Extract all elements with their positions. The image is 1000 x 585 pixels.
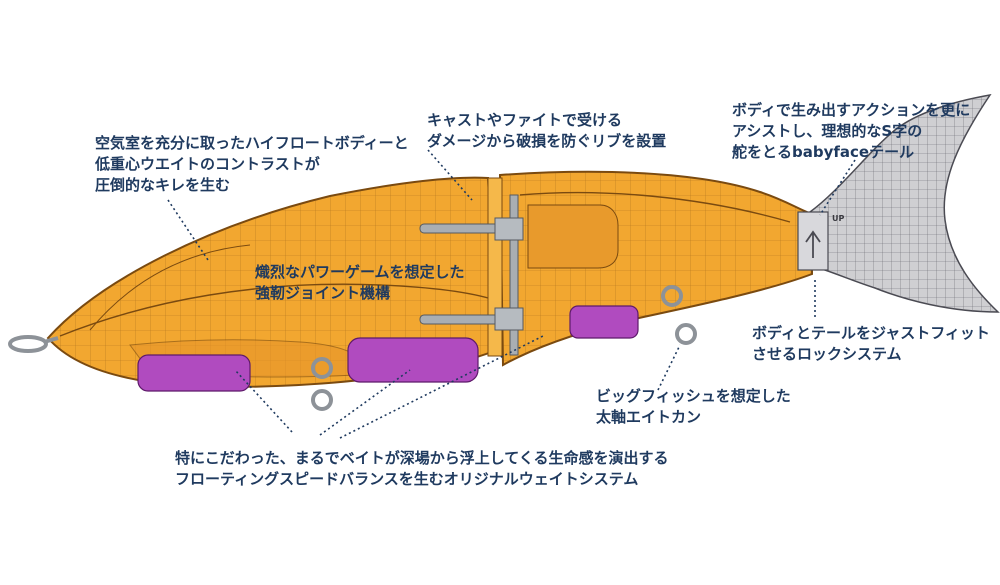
tail-up-marking: UP bbox=[832, 214, 844, 223]
weight-rear bbox=[569, 305, 639, 339]
joint-mechanism bbox=[419, 177, 524, 357]
weight-middle bbox=[347, 337, 479, 383]
callout-ribs: キャストやファイトで受ける ダメージから破損を防ぐリブを設置 bbox=[427, 111, 667, 150]
line-tie bbox=[8, 335, 59, 353]
callout-weight-system: 特にこだわった、まるでベイトが深場から浮上してくる生命感を演出する フローティン… bbox=[175, 449, 669, 488]
weight-front bbox=[137, 354, 251, 392]
tail-lock-block bbox=[797, 211, 829, 271]
callout-eye-can: ビッグフィッシュを想定した 太軸エイトカン bbox=[596, 387, 791, 426]
eight-eye-front bbox=[311, 357, 333, 411]
callout-leader-lines bbox=[167, 149, 856, 439]
callout-babyface-tail: ボディで生み出すアクションを更に アシストし、理想的なS字の 舵をとるbabyf… bbox=[732, 101, 971, 161]
callout-air-chamber: 空気室を充分に取ったハイフロートボディーと 低重心ウエイトのコントラストが 圧倒… bbox=[95, 134, 409, 194]
weight-system bbox=[137, 305, 639, 392]
tail-fin bbox=[809, 93, 1000, 313]
callout-joint: 熾烈なパワーゲームを想定した 強靭ジョイント機構 bbox=[255, 263, 465, 302]
callout-lock-system: ボディとテールをジャストフィット させるロックシステム bbox=[752, 324, 990, 363]
eight-eye-rear bbox=[661, 285, 697, 345]
